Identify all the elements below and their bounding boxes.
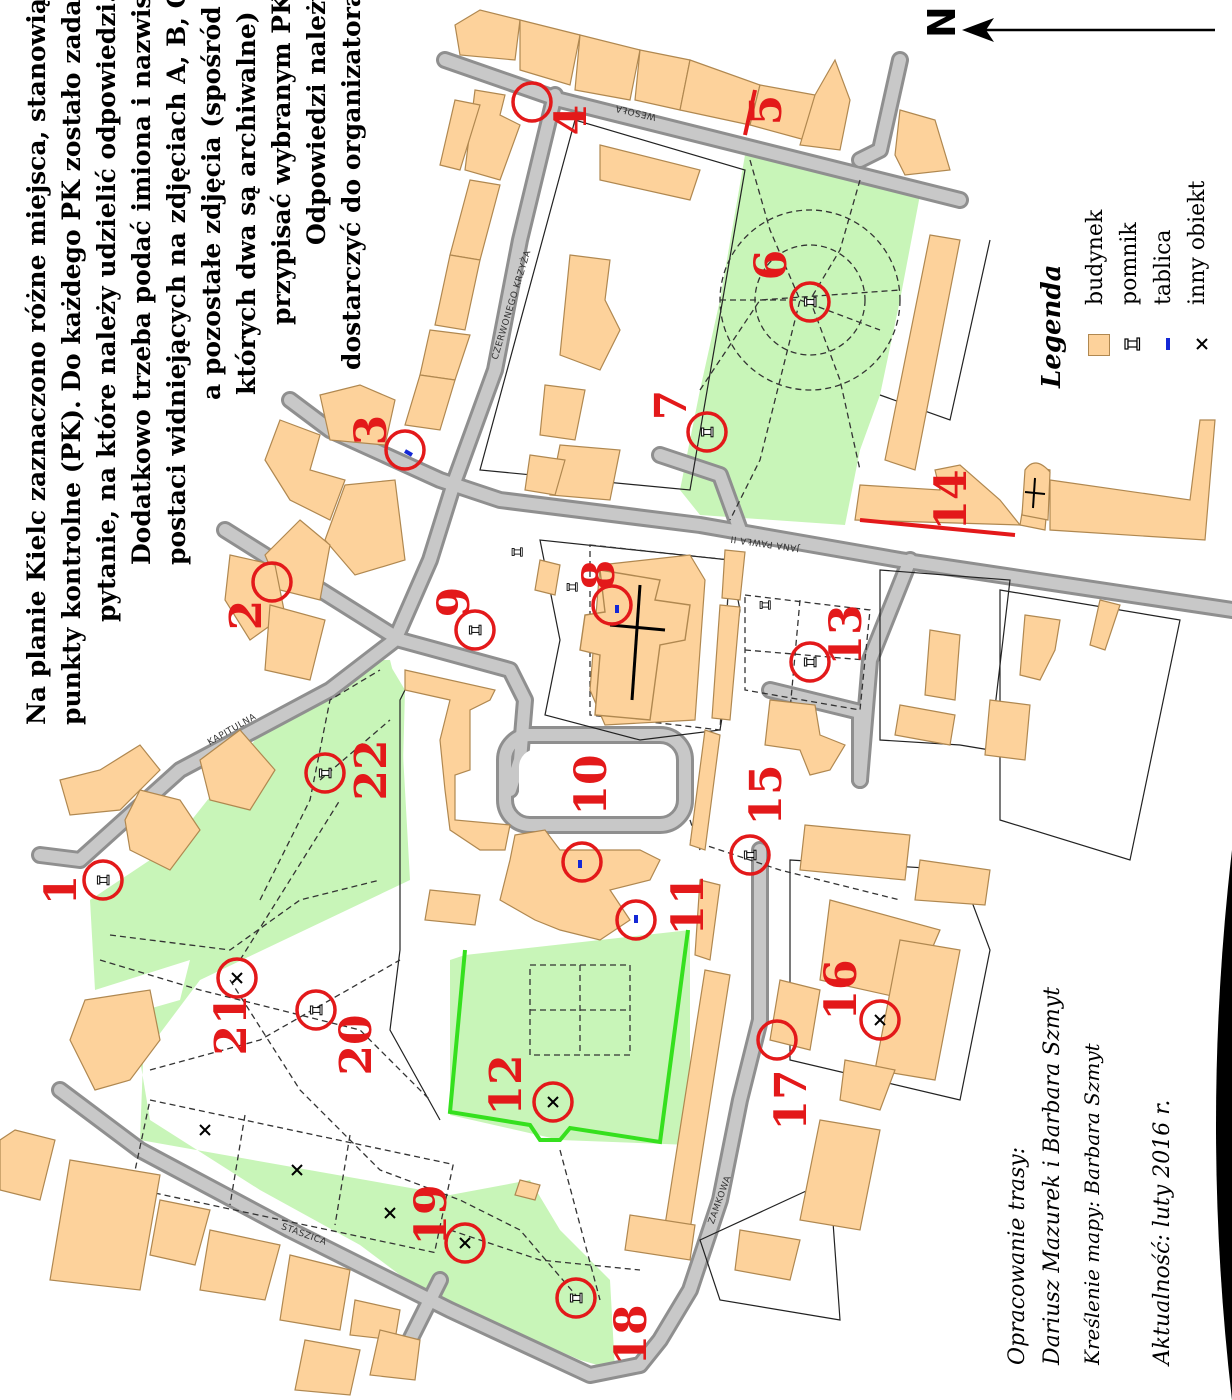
checkpoint-circle-3 bbox=[384, 429, 426, 471]
legend-label-other: inny obiekt bbox=[1185, 180, 1210, 305]
compass-arc bbox=[1216, 850, 1232, 1400]
park-plac-wolnosci bbox=[680, 155, 920, 525]
checkpoint-label-18: 18 bbox=[606, 1304, 657, 1366]
checkpoint-circle-19 bbox=[444, 1222, 486, 1264]
checkpoint-circle-1 bbox=[82, 859, 124, 901]
credit-route-label: Opracowanie trasy: bbox=[1005, 1146, 1030, 1365]
plaques bbox=[404, 449, 638, 923]
checkpoint-circle-17 bbox=[756, 1019, 798, 1061]
park-planty-kapitulna bbox=[90, 665, 405, 960]
legend-swatch-building bbox=[1088, 334, 1110, 356]
checkpoint-label-1: 1 bbox=[36, 874, 87, 906]
other-objects bbox=[199, 1124, 396, 1219]
checkpoint-monument-icon-15 bbox=[743, 849, 757, 861]
checkpoint-label-3: 3 bbox=[346, 414, 397, 446]
checkpoint-label-7: 7 bbox=[646, 389, 697, 421]
checkpoint-label-15: 15 bbox=[741, 764, 792, 826]
chapel bbox=[1021, 462, 1051, 521]
legend-label-plaque: tablica bbox=[1151, 229, 1176, 305]
checkpoint-label-13: 13 bbox=[821, 604, 872, 666]
checkpoint-label-5: 5 bbox=[741, 94, 792, 126]
red-line-markers bbox=[743, 89, 1016, 537]
checkpoint-circle-21 bbox=[216, 957, 258, 999]
checkpoint-circle-16 bbox=[859, 999, 901, 1041]
buildings bbox=[0, 9, 1216, 1396]
checkpoint-label-22: 22 bbox=[346, 739, 397, 801]
checkpoint-circles bbox=[82, 81, 901, 1319]
checkpoint-label-8: 8 bbox=[574, 559, 625, 591]
legend-label-building: budynek bbox=[1083, 209, 1108, 305]
checkpoint-label-19: 19 bbox=[406, 1184, 457, 1246]
garden-outline bbox=[447, 929, 690, 1145]
dashed-paths bbox=[99, 159, 901, 1301]
checkpoint-circle-10 bbox=[561, 841, 603, 883]
checkpoint-label-14: 14 bbox=[926, 469, 977, 531]
checkpoint-cross-mark-icon-19 bbox=[459, 1237, 471, 1249]
checkpoint-monument-icon-13 bbox=[803, 656, 817, 668]
checkpoint-circle-18 bbox=[555, 1277, 597, 1319]
checkpoint-label-21: 21 bbox=[206, 994, 257, 1056]
cathedral bbox=[579, 569, 691, 721]
credit-map-drawing: Kreślenie mapy: Barbara Szmyt bbox=[1080, 1043, 1104, 1365]
checkpoint-circle-11 bbox=[615, 899, 657, 941]
checkpoint-label-20: 20 bbox=[331, 1014, 382, 1076]
checkpoint-label-17: 17 bbox=[766, 1069, 817, 1131]
oval-inner bbox=[519, 749, 671, 811]
cross-mark-icon bbox=[1196, 338, 1208, 350]
park-areas bbox=[90, 155, 920, 1370]
checkpoint-circle-20 bbox=[295, 989, 337, 1031]
checkpoint-cross-mark-icon-21 bbox=[231, 972, 243, 984]
legend-label-monument: pomnik bbox=[1117, 222, 1142, 305]
credit-updated: Aktualność: luty 2016 r. bbox=[1150, 1099, 1175, 1365]
checkpoint-cross-mark-icon-16 bbox=[874, 1014, 886, 1026]
checkpoint-label-2: 2 bbox=[221, 599, 272, 631]
checkpoint-circle-2 bbox=[251, 561, 293, 603]
checkpoint-label-16: 16 bbox=[816, 959, 867, 1021]
checkpoint-label-9: 9 bbox=[429, 586, 480, 618]
checkpoint-circle-9 bbox=[454, 609, 496, 651]
legend-title: Legenda bbox=[1037, 264, 1067, 388]
checkpoint-label-4: 4 bbox=[546, 104, 597, 136]
checkpoint-label-6: 6 bbox=[746, 249, 797, 281]
checkpoint-circle-22 bbox=[304, 752, 346, 794]
checkpoint-circle-15 bbox=[729, 834, 771, 876]
checkpoint-label-12: 12 bbox=[481, 1054, 532, 1116]
checkpoint-label-10: 10 bbox=[566, 754, 617, 816]
north-label: N bbox=[920, 6, 964, 38]
plaque-icon bbox=[1166, 338, 1170, 350]
monument-icon bbox=[1124, 337, 1141, 351]
park-zamkowy bbox=[450, 930, 690, 1145]
checkpoint-circle-12 bbox=[532, 1081, 574, 1123]
checkpoint-monument-icon-20 bbox=[309, 1004, 323, 1016]
checkpoint-circle-6 bbox=[789, 281, 831, 323]
checkpoint-circle-13 bbox=[789, 641, 831, 683]
checkpoint-circle-4 bbox=[511, 81, 553, 123]
checkpoint-label-11: 11 bbox=[663, 874, 714, 936]
north-arrow-icon bbox=[962, 18, 1215, 42]
checkpoint-cross-mark-icon-12 bbox=[547, 1096, 559, 1108]
checkpoint-monument-icon-1 bbox=[96, 874, 110, 886]
checkpoint-circle-7 bbox=[686, 411, 728, 453]
checkpoint-circle-8 bbox=[591, 584, 633, 626]
credit-route-authors: Dariusz Mazurek i Barbara Szmyt bbox=[1040, 986, 1065, 1365]
